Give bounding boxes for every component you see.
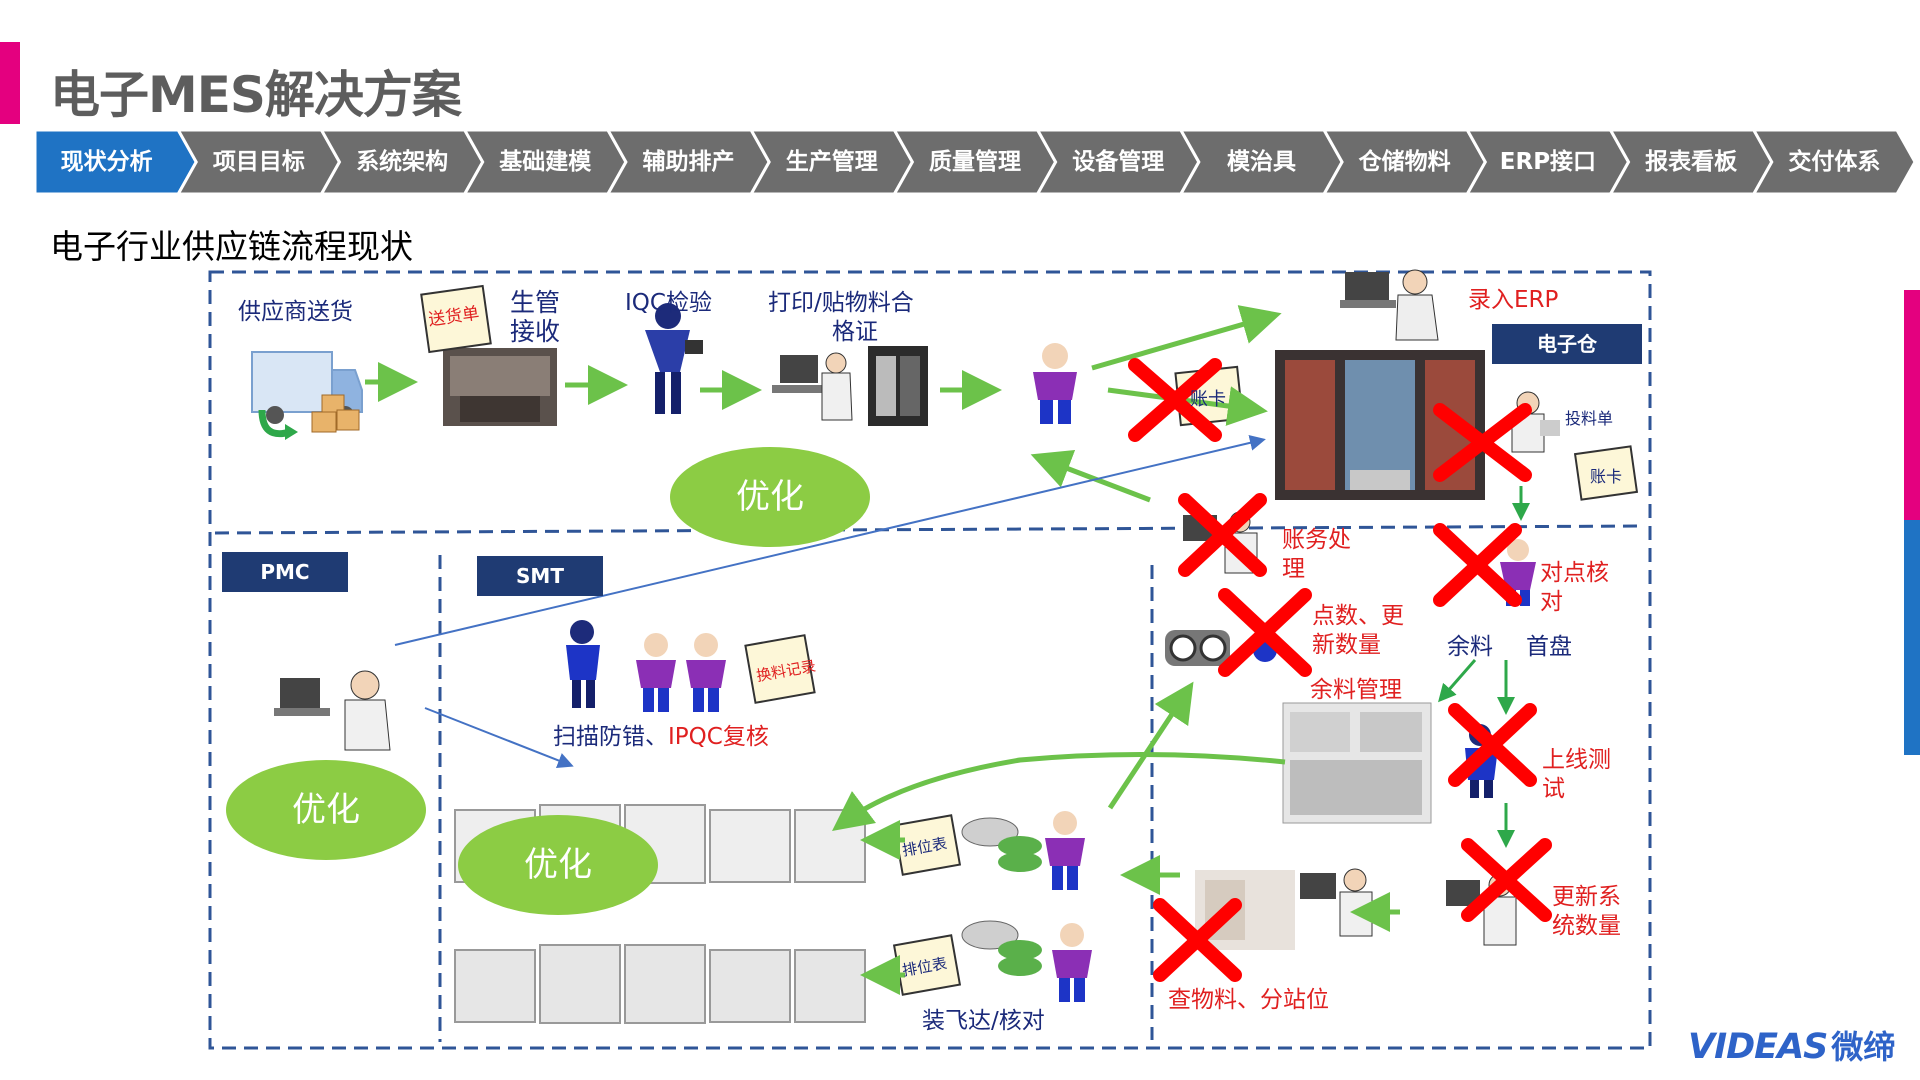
nav-chevron-3[interactable] bbox=[462, 130, 628, 194]
title-accent-bar bbox=[0, 42, 20, 124]
brand-name-cn: 微缔 bbox=[1831, 1028, 1896, 1066]
cross-account-card bbox=[1128, 358, 1222, 442]
label-update-2: 统数量 bbox=[1552, 913, 1621, 939]
nav-tab-8[interactable]: 模治具 bbox=[1226, 149, 1296, 175]
nav-chevron-7[interactable] bbox=[1035, 130, 1201, 194]
nav-tab-0[interactable]: 现状分析 bbox=[60, 149, 153, 175]
tag-smt: SMT bbox=[477, 556, 603, 596]
worker-figure-top bbox=[1033, 343, 1077, 424]
nav-tab-7[interactable]: 设备管理 bbox=[1072, 149, 1165, 175]
pmc-workstation bbox=[274, 670, 391, 751]
nav-tab-5[interactable]: 生产管理 bbox=[785, 149, 878, 175]
label-supplier-delivery: 供应商送货 bbox=[238, 299, 353, 325]
red-cross-marks bbox=[1128, 358, 1552, 982]
nav-tab-4[interactable]: 辅助排产 bbox=[642, 149, 735, 175]
brand-name: VIDEAS bbox=[1688, 1027, 1828, 1067]
receiving-area-photo bbox=[443, 348, 557, 426]
label-scan-prefix: 扫描防错、 bbox=[553, 724, 668, 750]
nav-chevron-2[interactable] bbox=[319, 130, 485, 194]
label-erp-entry: 录入ERP bbox=[1468, 287, 1559, 313]
material-storage-photo bbox=[1282, 702, 1432, 824]
cross-update bbox=[1461, 838, 1552, 922]
label-feeder-check: 装飞达/核对 bbox=[922, 1008, 1045, 1034]
label-count-2: 新数量 bbox=[1312, 632, 1381, 658]
label-count-1: 点数、更 bbox=[1312, 603, 1404, 629]
nav-tab-6[interactable]: 质量管理 bbox=[928, 149, 1021, 175]
label-online-test-2: 试 bbox=[1542, 776, 1565, 802]
label-update-1: 更新系 bbox=[1552, 884, 1621, 910]
tag-electronic-warehouse: 电子仓 bbox=[1492, 324, 1642, 364]
nav-chevron-4[interactable] bbox=[606, 130, 771, 194]
iqc-inspector-figure bbox=[645, 303, 703, 414]
nav-tab-1[interactable]: 项目目标 bbox=[212, 149, 305, 175]
nav-tab-10[interactable]: ERP接口 bbox=[1499, 149, 1597, 175]
label-ipqc-review: IPQC复核 bbox=[668, 724, 769, 750]
section-subtitle: 电子行业供应链流程现状 bbox=[50, 227, 413, 266]
label-production-receive-2: 接收 bbox=[510, 317, 561, 346]
cross-online-test bbox=[1448, 703, 1537, 787]
label-remain-manage: 余料管理 bbox=[1310, 677, 1402, 703]
label-production-receive-1: 生管 bbox=[510, 288, 561, 317]
optimize-ellipse-smt: 优化 bbox=[458, 815, 658, 915]
erp-workstation bbox=[1340, 269, 1439, 341]
label-check-1: 对点核 bbox=[1540, 560, 1609, 586]
label-print-label-2: 格证 bbox=[832, 319, 878, 345]
section-nav bbox=[35, 130, 1915, 194]
label-account-card: 账卡 bbox=[1190, 389, 1226, 410]
nav-chevron-6[interactable] bbox=[892, 130, 1058, 194]
feed-sheet-icon bbox=[1573, 445, 1639, 501]
nav-chevron-5[interactable] bbox=[749, 130, 915, 194]
optimize-ellipse-pmc: 优化 bbox=[226, 760, 426, 860]
label-query-material: 查物料、分站位 bbox=[1168, 987, 1329, 1013]
nav-chevron-12[interactable] bbox=[1752, 130, 1915, 194]
smt-scan-workers bbox=[566, 620, 816, 712]
cross-count bbox=[1218, 588, 1312, 677]
nav-tab-3[interactable]: 基础建模 bbox=[499, 149, 592, 175]
nav-tab-9[interactable]: 仓储物料 bbox=[1358, 149, 1451, 175]
update-workstation bbox=[1446, 873, 1517, 946]
nav-tab-11[interactable]: 报表看板 bbox=[1645, 149, 1738, 175]
tag-pmc: PMC bbox=[222, 552, 348, 592]
green-flow-arrows bbox=[365, 305, 1400, 995]
side-accent-pink bbox=[1904, 290, 1920, 520]
blue-info-arrows bbox=[394, 434, 1266, 769]
feeder-station-2 bbox=[892, 920, 1092, 1002]
optimize-ellipse-top: 优化 bbox=[670, 447, 870, 547]
cross-check bbox=[1433, 523, 1522, 607]
feeder-station-1 bbox=[892, 811, 1085, 890]
label-remain-material: 余料 bbox=[1447, 634, 1493, 660]
label-feed-sheet: 投料单 bbox=[1565, 409, 1614, 428]
label-check-2: 对 bbox=[1540, 589, 1563, 615]
side-accent-blue bbox=[1904, 520, 1920, 755]
label-account-card-2: 账卡 bbox=[1590, 467, 1623, 486]
label-first-tray: 首盘 bbox=[1526, 634, 1572, 660]
delivery-note-icon bbox=[420, 284, 492, 354]
label-accounting-2: 理 bbox=[1282, 556, 1305, 582]
label-accounting-1: 账务处 bbox=[1282, 527, 1351, 553]
nav-chevron-10[interactable] bbox=[1465, 130, 1631, 194]
label-scan-ipqc: 扫描防错、IPQC复核 bbox=[553, 717, 769, 751]
outer-frame bbox=[208, 270, 1652, 1050]
nav-chevron-8[interactable] bbox=[1179, 130, 1344, 194]
cross-accounting bbox=[1178, 493, 1267, 577]
green-small-arrows bbox=[1438, 486, 1530, 848]
label-online-test-1: 上线测 bbox=[1542, 747, 1611, 773]
delivery-truck-icon bbox=[251, 351, 363, 440]
nav-chevron-11[interactable] bbox=[1608, 130, 1774, 194]
cross-feed-sheet bbox=[1433, 403, 1532, 482]
nav-chevron-1[interactable] bbox=[176, 130, 342, 194]
label-printer-workstation bbox=[772, 346, 928, 426]
dashed-frames bbox=[208, 270, 1652, 1050]
smt-machine-line-2 bbox=[454, 944, 866, 1024]
label-print-label-1: 打印/贴物料合 bbox=[768, 290, 914, 316]
nav-chevron-9[interactable] bbox=[1322, 130, 1488, 194]
cross-query bbox=[1153, 898, 1242, 982]
nav-tab-2[interactable]: 系统架构 bbox=[356, 149, 449, 175]
label-iqc: IQC检验 bbox=[625, 290, 712, 316]
top-divider bbox=[214, 524, 1646, 535]
nav-tab-12[interactable]: 交付体系 bbox=[1788, 149, 1881, 175]
page-title: 电子MES解决方案 bbox=[50, 66, 462, 124]
